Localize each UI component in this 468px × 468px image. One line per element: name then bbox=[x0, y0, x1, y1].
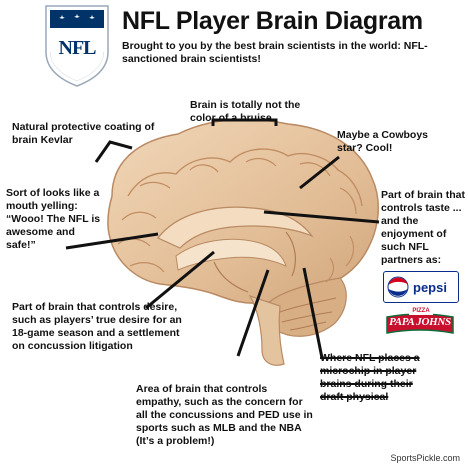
label-microchip: Where NFL places a microchip in player b… bbox=[320, 352, 420, 403]
label-kevlar: Natural protective coating of brain Kevl… bbox=[12, 121, 155, 146]
line-empathy bbox=[236, 269, 270, 357]
site-credit: SportsPickle.com bbox=[390, 453, 460, 463]
line-taste bbox=[263, 210, 380, 224]
label-bruise: Brain is totally not the color of a brui… bbox=[190, 99, 301, 124]
page-subtitle: Brought to you by the best brain scienti… bbox=[122, 40, 428, 65]
papajohns-pizza-text: PIZZA bbox=[409, 307, 433, 315]
papajohns-logo: PIZZA PAPA JOHNS bbox=[385, 307, 455, 335]
label-empathy: Area of brain that controls empathy, suc… bbox=[136, 383, 313, 447]
pepsi-globe-icon bbox=[387, 276, 409, 298]
label-desire: Part of brain that controls desire, such… bbox=[12, 301, 182, 352]
nfl-logo-text: NFL bbox=[58, 37, 97, 59]
label-mouth: Sort of looks like a mouth yelling: “Woo… bbox=[6, 187, 101, 251]
line-desire bbox=[145, 250, 215, 310]
line-microchip bbox=[302, 267, 324, 359]
label-cowboys: Maybe a Cowboys star? Cool! bbox=[337, 129, 429, 154]
line-cowboys bbox=[299, 155, 340, 190]
pepsi-wordmark: pepsi bbox=[413, 279, 447, 295]
pepsi-logo: pepsi bbox=[383, 271, 459, 303]
papajohns-wordmark: PAPA JOHNS bbox=[389, 316, 451, 328]
page-title: NFL Player Brain Diagram bbox=[122, 7, 423, 35]
label-taste: Part of brain that controls taste ... an… bbox=[381, 189, 466, 266]
